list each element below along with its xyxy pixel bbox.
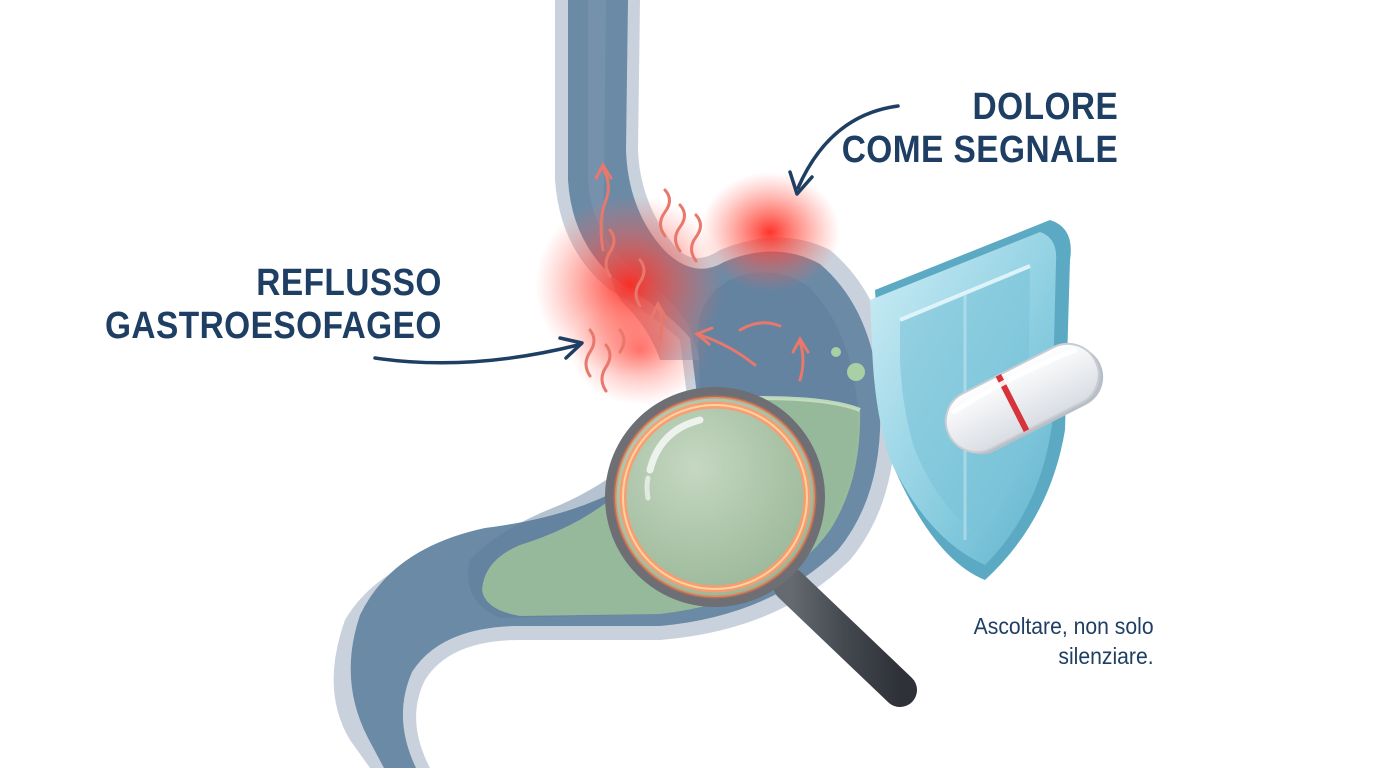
caption-text: Ascoltare, non solo silenziare.	[974, 612, 1154, 672]
magnifier-icon	[605, 387, 917, 707]
reflux-label-line2: GASTROESOFAGEO	[105, 304, 442, 347]
reflux-label-line1: REFLUSSO	[256, 262, 442, 304]
pain-label-line1: DOLORE	[972, 86, 1118, 128]
pointer-arrow-icon	[373, 104, 900, 365]
pain-label-line2: COME SEGNALE	[841, 128, 1118, 171]
reflux-arrow-icon	[584, 161, 810, 393]
caption-line2: silenziare.	[1058, 642, 1154, 669]
inflammation-glow	[535, 172, 840, 405]
pill-icon	[944, 342, 1104, 455]
caption-line1: Ascoltare, non solo	[974, 613, 1154, 639]
pain-signal-label: DOLORE COME SEGNALE	[841, 86, 1118, 171]
reflux-label: REFLUSSO GASTROESOFAGEO	[105, 262, 442, 347]
